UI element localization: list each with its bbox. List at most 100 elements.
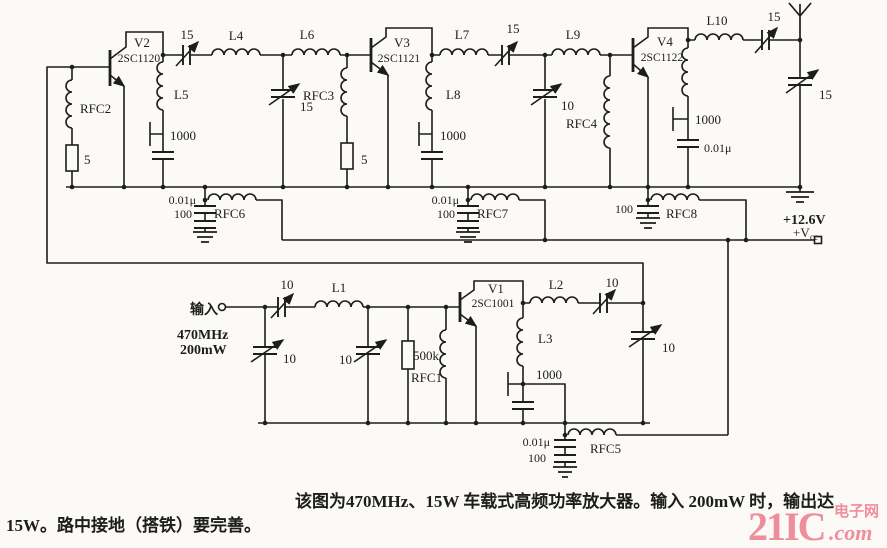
- v3-emitter: [370, 61, 390, 76]
- cap15-shunt1-label: 15: [300, 99, 313, 114]
- resistor-5-v3: [340, 142, 354, 170]
- v2-part-label: 2SC1120: [118, 53, 161, 65]
- rfc2-coil: [65, 79, 73, 129]
- l5-coil: [156, 61, 164, 111]
- cap1000-v4-label: 1000: [695, 112, 721, 127]
- v4-emitter: [632, 63, 650, 79]
- supply-voltage-label: +12.6V: [783, 213, 826, 228]
- rfc5-coil: [567, 428, 617, 436]
- v1-label: V1: [488, 281, 504, 296]
- antenna-icon: [788, 2, 812, 40]
- cap100-1-label: 100: [174, 207, 192, 221]
- caption: 该图为470MHz、15W 车载式高频功率放大器。输入 200mW 时，输出达 …: [6, 491, 834, 535]
- rfc7-coil: [470, 193, 520, 201]
- v4-collector: [632, 27, 689, 49]
- l9-label: L9: [566, 27, 580, 42]
- cap15-v2-out-label: 15: [181, 27, 194, 42]
- v2-collector: [109, 31, 164, 60]
- cap1000-v2-label: 1000: [170, 128, 196, 143]
- variable-cap-arrows: [175, 26, 820, 363]
- v3-collector: [370, 27, 433, 55]
- cap10-v1-shunt-label: 10: [662, 340, 675, 355]
- cap10-in-shunt1-label: 10: [283, 351, 296, 366]
- cap10-v1-series-label: 10: [606, 275, 619, 290]
- cap1000-v1-label: 1000: [536, 367, 562, 382]
- input-freq-label: 470MHz: [177, 328, 228, 343]
- feedthrough-cap-v4: [672, 107, 688, 131]
- l10-label: L10: [707, 13, 728, 28]
- rfc8-label: RFC8: [666, 206, 697, 221]
- cap15-ant-series-label: 15: [768, 9, 781, 24]
- caption-line-2: 15W。路中接地（搭铁）要完善。: [6, 515, 261, 535]
- rfc3-coil: [340, 67, 348, 117]
- v2-emitter: [109, 74, 126, 87]
- v4-collector-coil: [681, 47, 689, 97]
- v1-emitter: [459, 313, 478, 327]
- watermark-21ic: 电子网 21IC .com: [748, 502, 879, 548]
- vcc-terminal: [813, 235, 823, 245]
- l7-coil: [439, 48, 489, 56]
- rfc1-coil: [439, 329, 447, 379]
- cap100-2-label: 100: [437, 207, 455, 221]
- inductor-coils: [65, 33, 744, 436]
- rfc1-label: RFC1: [411, 370, 442, 385]
- rfc6-label: RFC6: [214, 206, 246, 221]
- rfc6-coil: [207, 193, 257, 201]
- rfc8-coil: [650, 193, 700, 201]
- cap001-v4-label: 0.01μ: [704, 141, 731, 155]
- feedthrough-cap-v3: [418, 122, 432, 146]
- cap15-v3-out-label: 15: [507, 21, 520, 36]
- cap10-shunt2-label: 10: [561, 98, 574, 113]
- l2-coil: [529, 296, 579, 304]
- input-power-label: 200mW: [180, 343, 227, 358]
- l2-label: L2: [549, 277, 563, 292]
- v3-part-label: 2SC1121: [378, 53, 421, 65]
- watermark-domain: .com: [829, 520, 872, 545]
- junction-dots: [69, 37, 803, 438]
- rfc7-label: RFC7: [477, 206, 509, 221]
- l7-label: L7: [455, 27, 470, 42]
- l4-coil: [211, 48, 261, 56]
- l6-coil: [291, 48, 341, 56]
- caption-line-1: 该图为470MHz、15W 车载式高频功率放大器。输入 200mW 时，输出达: [295, 491, 834, 511]
- l3-label: L3: [538, 331, 552, 346]
- v2-label: V2: [134, 35, 150, 50]
- r5-v2-label: 5: [84, 152, 91, 167]
- rfc4-label: RFC4: [566, 116, 598, 131]
- l8-label: L8: [446, 87, 460, 102]
- watermark-main: 21IC: [748, 504, 824, 548]
- cap10-in-series-label: 10: [281, 277, 294, 292]
- r5-v3-label: 5: [361, 152, 368, 167]
- interstage-wire: [46, 66, 644, 303]
- l1-coil: [314, 300, 364, 308]
- r500k-label: 500k: [413, 348, 440, 363]
- resistors: [65, 142, 415, 370]
- v4-label: V4: [657, 34, 673, 49]
- rfc5-label: RFC5: [590, 441, 621, 456]
- cap15-ant-shunt-label: 15: [819, 87, 832, 102]
- rfc3-label: RFC3: [303, 88, 334, 103]
- input-label: 输入: [190, 301, 218, 318]
- v1-part-label: 2SC1001: [472, 298, 515, 310]
- vcc-subscript: cc: [810, 232, 818, 242]
- l10-coil: [694, 33, 744, 41]
- v4-part-label: 2SC1122: [641, 52, 684, 64]
- cap1000-v3-label: 1000: [440, 128, 466, 143]
- feedthrough-cap-v2: [149, 122, 163, 146]
- cap001-v1-label: 0.01μ: [523, 435, 550, 449]
- v1-collector: [459, 280, 524, 303]
- l6-label: L6: [300, 27, 315, 42]
- transistor-base-bars: [108, 38, 635, 322]
- cap001-2-label: 0.01μ: [432, 193, 459, 207]
- rfc4-coil: [603, 75, 611, 149]
- transistors: [108, 27, 689, 423]
- rfc2-label: RFC2: [80, 101, 111, 116]
- ground-symbols: [193, 191, 814, 478]
- cap001-1-label: 0.01μ: [169, 193, 196, 207]
- resistor-500k: [401, 340, 415, 370]
- watermark-tag: 电子网: [834, 502, 879, 520]
- component-labels: V2 2SC1120 RFC2 5 15 L4 L5 1000 0.01μ 10…: [80, 9, 832, 465]
- l8-coil: [425, 61, 433, 111]
